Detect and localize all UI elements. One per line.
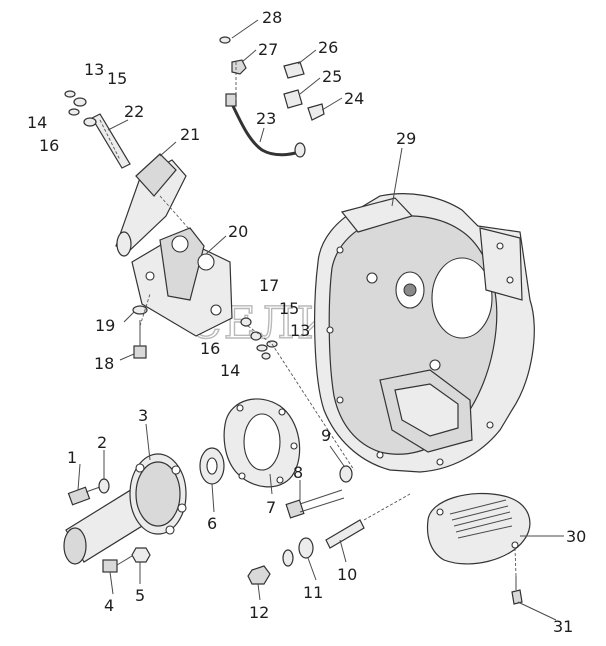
fitting-26 (283, 61, 305, 79)
washer-15-upper (73, 97, 87, 107)
bolt-1 (67, 486, 101, 506)
label-28: 28 (262, 8, 282, 27)
label-15b: 15 (279, 299, 299, 318)
bolt-4 (102, 555, 133, 573)
label-24: 24 (344, 89, 364, 108)
label-13b: 13 (290, 321, 310, 340)
label-6: 6 (207, 514, 217, 533)
elbow-fitting-24 (307, 103, 325, 121)
ring-14-lower (261, 352, 271, 360)
label-16b: 16 (200, 339, 220, 358)
label-25: 25 (322, 67, 342, 86)
label-31: 31 (553, 617, 573, 636)
label-8: 8 (293, 463, 303, 482)
label-14b: 14 (220, 361, 240, 380)
label-20: 20 (228, 222, 248, 241)
bolt-18 (133, 320, 147, 359)
nut-5 (131, 547, 151, 563)
label-30: 30 (566, 527, 586, 546)
washer-9 (339, 465, 353, 483)
label-17: 17 (259, 276, 279, 295)
flywheel-housing (314, 193, 535, 473)
input-shaft-adapter (63, 453, 187, 565)
ring-16-lower (256, 344, 268, 352)
pivot-shaft-22 (91, 113, 131, 169)
label-10: 10 (337, 565, 357, 584)
label-26: 26 (318, 38, 338, 57)
label-16a: 16 (39, 136, 59, 155)
assembly-lines (99, 62, 517, 577)
o-ring-28 (219, 36, 231, 44)
label-3: 3 (138, 406, 148, 425)
label-22: 22 (124, 102, 144, 121)
washer-6 (199, 447, 225, 485)
lube-hose-23 (225, 93, 306, 158)
label-13a: 13 (84, 60, 104, 79)
release-bracket-20 (131, 227, 233, 337)
washer-19 (132, 305, 148, 315)
stud-10 (325, 519, 365, 549)
label-11: 11 (303, 583, 323, 602)
label-7: 7 (266, 498, 276, 517)
bushing-16-upper (83, 117, 97, 127)
washer-15-lower (250, 331, 262, 341)
label-23: 23 (256, 109, 276, 128)
label-19: 19 (95, 316, 115, 335)
label-27: 27 (258, 40, 278, 59)
bushing-17-lower (240, 317, 252, 327)
screw-31 (511, 576, 523, 605)
bolt-8 (285, 489, 345, 519)
label-4: 4 (104, 596, 114, 615)
label-5: 5 (135, 586, 145, 605)
nut-12 (247, 565, 271, 585)
snap-ring-13-upper (64, 90, 76, 98)
gasket-7 (223, 398, 301, 488)
washer-2 (98, 478, 110, 494)
ring-14-upper (68, 108, 80, 116)
label-29: 29 (396, 129, 416, 148)
washer-11 (282, 537, 314, 567)
leader-lines (77, 19, 564, 621)
label-14a: 14 (27, 113, 47, 132)
label-21: 21 (180, 125, 200, 144)
fitting-25 (283, 89, 303, 109)
callout-labels: 1 2 3 4 5 6 7 8 9 10 11 12 13 13 14 14 1… (27, 8, 586, 636)
label-2: 2 (97, 433, 107, 452)
label-9: 9 (321, 426, 331, 445)
label-12: 12 (249, 603, 269, 622)
nut-27 (231, 59, 247, 75)
label-15a: 15 (107, 69, 127, 88)
label-1: 1 (67, 448, 77, 467)
label-18: 18 (94, 354, 114, 373)
cover-plate-30 (426, 492, 531, 565)
release-fork-21 (115, 153, 187, 257)
